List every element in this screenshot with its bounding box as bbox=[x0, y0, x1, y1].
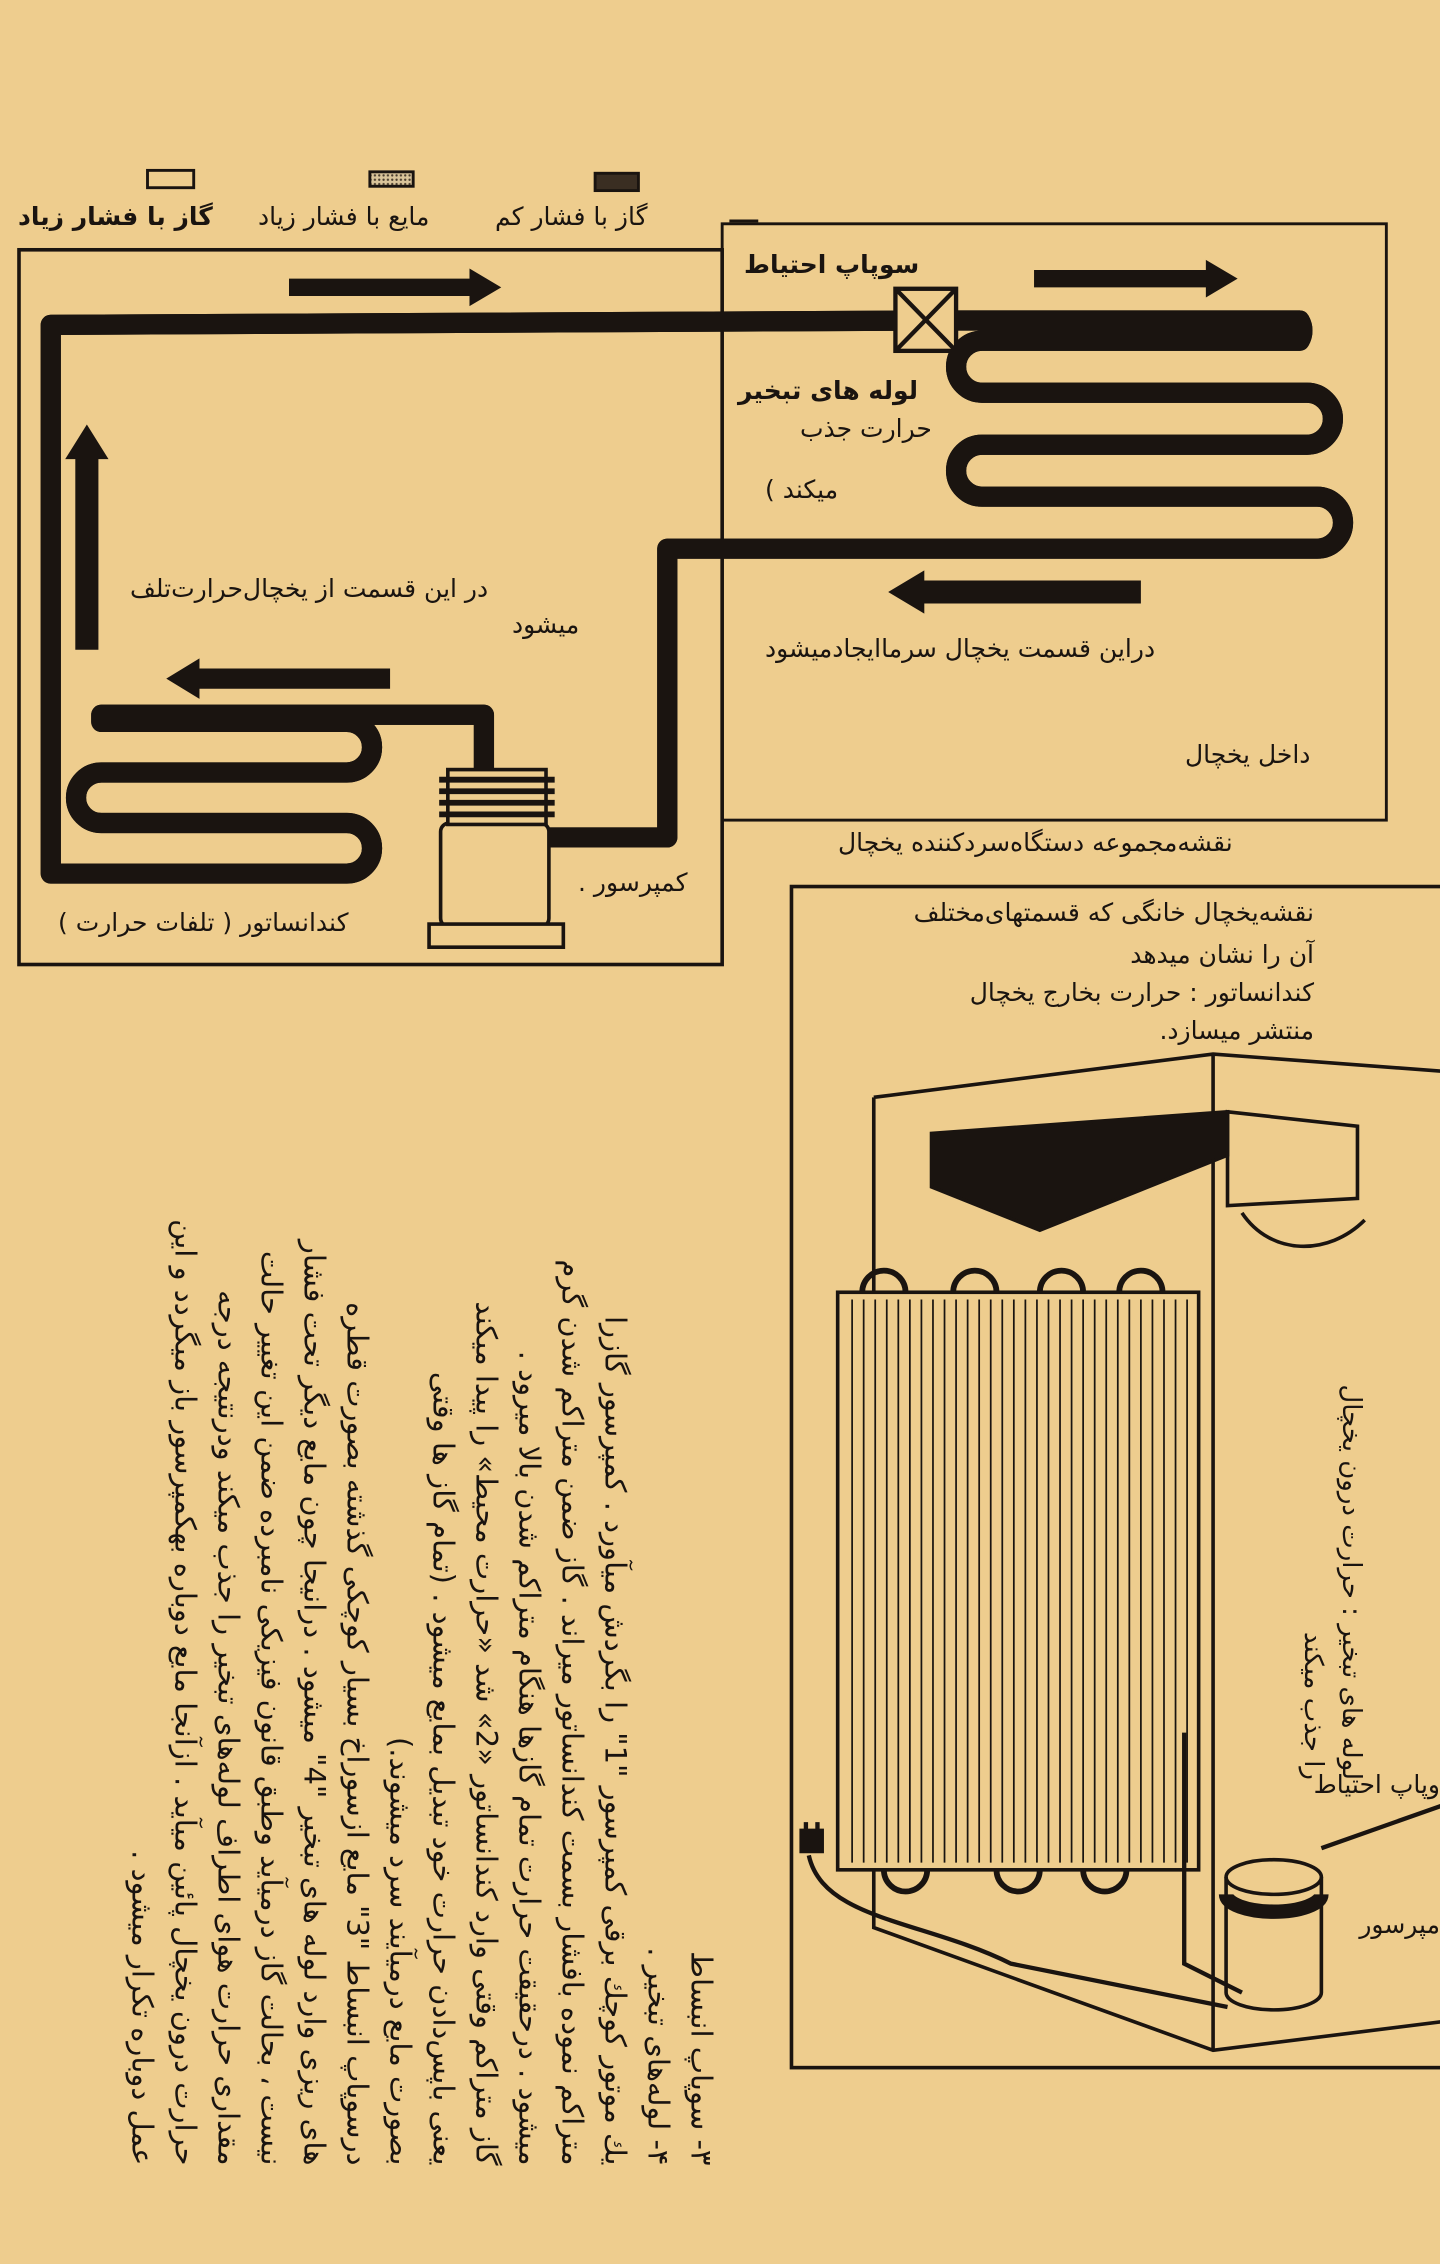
diagram2-caption-2: آن را نشان میدهد bbox=[1130, 940, 1314, 969]
pipe-loop bbox=[40, 321, 1343, 874]
article-body: ۳- سوپاپ انبساط ۴- لوله‌های تبخیر . یك م… bbox=[117, 1011, 723, 2166]
heat-loss-label-2: میشود bbox=[512, 610, 580, 639]
compressor-label: کمپرسور . bbox=[578, 868, 688, 897]
side-note-line: را جذب میکند bbox=[1298, 1631, 1328, 1780]
safety-valve-label: سوپاپ احتیاط bbox=[744, 250, 920, 279]
body-line: حرارت درون یخچال پائین میآید . ازآنجا ما… bbox=[168, 1219, 203, 2166]
arrow-left-icon bbox=[888, 570, 1141, 614]
compressor-icon bbox=[427, 767, 566, 949]
fridge-illustration bbox=[806, 1052, 1440, 2053]
evaporator-side-note: لوله های تبخیر : حرارت درون یخچال را جذب… bbox=[1290, 1300, 1370, 1780]
body-line: درسوپاپ انبساط "3" مایع ازسوراخ بسیار کو… bbox=[340, 1302, 375, 2166]
body-line: عمل دوباره تکرار میشود . bbox=[125, 1850, 160, 2166]
body-line: یعنی باپس‌دادن حرارت خود تبدیل بمایع میش… bbox=[426, 1371, 461, 2166]
arrow-up-icon bbox=[65, 424, 109, 650]
inside-fridge-label: داخل یخچال bbox=[1185, 740, 1311, 769]
body-line: یك موتور کوچك برقی کمپرسور "1" را بگردش … bbox=[598, 1315, 633, 2166]
evaporator-label-1: لوله های تبخیر bbox=[738, 376, 919, 405]
body-line: میشود . درحقیقت حرارت تمام گازها هنگام م… bbox=[512, 1350, 547, 2166]
condenser-label: کندانساتور ( تلفات حرارت ) bbox=[58, 908, 349, 937]
body-line: مقداری حرارت هوای اطراف لوله‌های تبخیر ر… bbox=[211, 1290, 246, 2166]
safety-valve-icon bbox=[893, 286, 959, 354]
body-line: نیست ، بحالت گاز درمیآید وطبق قانون فیزی… bbox=[254, 1250, 289, 2166]
fridge-safety-valve-label: وپاپ احتیاط bbox=[1313, 1770, 1440, 1799]
arrow-left-icon bbox=[166, 658, 391, 699]
legend-label-gas-low: گاز با فشار کم bbox=[495, 202, 648, 231]
legend-swatch-gas-low bbox=[593, 171, 640, 193]
body-line: گاز متراکم وقتی وارد کندانساتور «2» شد «… bbox=[469, 1301, 504, 2166]
diagram2-frame bbox=[789, 884, 1440, 2070]
legend-label-gas-high: گاز با فشار زیاد bbox=[18, 202, 213, 231]
body-line: متراکم نموده بافشار بسمت کندانساتور میرا… bbox=[555, 1259, 590, 2166]
fridge-inside-frame bbox=[720, 222, 1388, 822]
fridge-compressor-label: مپرسور bbox=[1359, 1910, 1440, 1939]
evaporator-label-2: حرارت جذب bbox=[800, 414, 932, 443]
body-line: بصورت مایع درمیآیند سرد میشوند.) bbox=[383, 1736, 418, 2166]
legend-label-liquid-high: مایع با فشار زیاد bbox=[258, 202, 430, 231]
diagram2-caption-3: کندانساتور : حرارت بخارج یخچال bbox=[969, 978, 1314, 1007]
cold-zone-label: دراین قسمت یخچال سرماایجادمیشود bbox=[765, 634, 1156, 663]
arrow-right-icon bbox=[289, 268, 502, 307]
legend-swatch-gas-high bbox=[146, 168, 196, 190]
diagram2-caption-4: منتشر میسازد. bbox=[1159, 1016, 1314, 1045]
body-line: های ریزی وارد لوله های تبخیر "4" میشود .… bbox=[297, 1239, 332, 2166]
diagram1-caption: نقشه‌مجموعه دستگاه‌سردکننده یخچال bbox=[838, 828, 1233, 857]
arrow-right-icon bbox=[1034, 259, 1238, 298]
side-note-line: لوله های تبخیر : حرارت درون یخچال bbox=[1336, 1384, 1366, 1780]
evaporator-label-3: میکند ) bbox=[765, 475, 839, 504]
diagram2-caption-1: نقشه‌یخچال خانگی که قسمتهای‌مختلف bbox=[913, 898, 1314, 927]
body-line: ۴- لوله‌های تبخیر . bbox=[641, 1947, 676, 2166]
plug-icon bbox=[799, 1822, 824, 1854]
legend-swatch-liquid-high bbox=[368, 170, 415, 188]
body-line: ۳- سوپاپ انبساط bbox=[684, 1951, 719, 2166]
heat-loss-label-1: در این قسمت از یخچال‌حرارت‌تلف bbox=[130, 574, 489, 603]
